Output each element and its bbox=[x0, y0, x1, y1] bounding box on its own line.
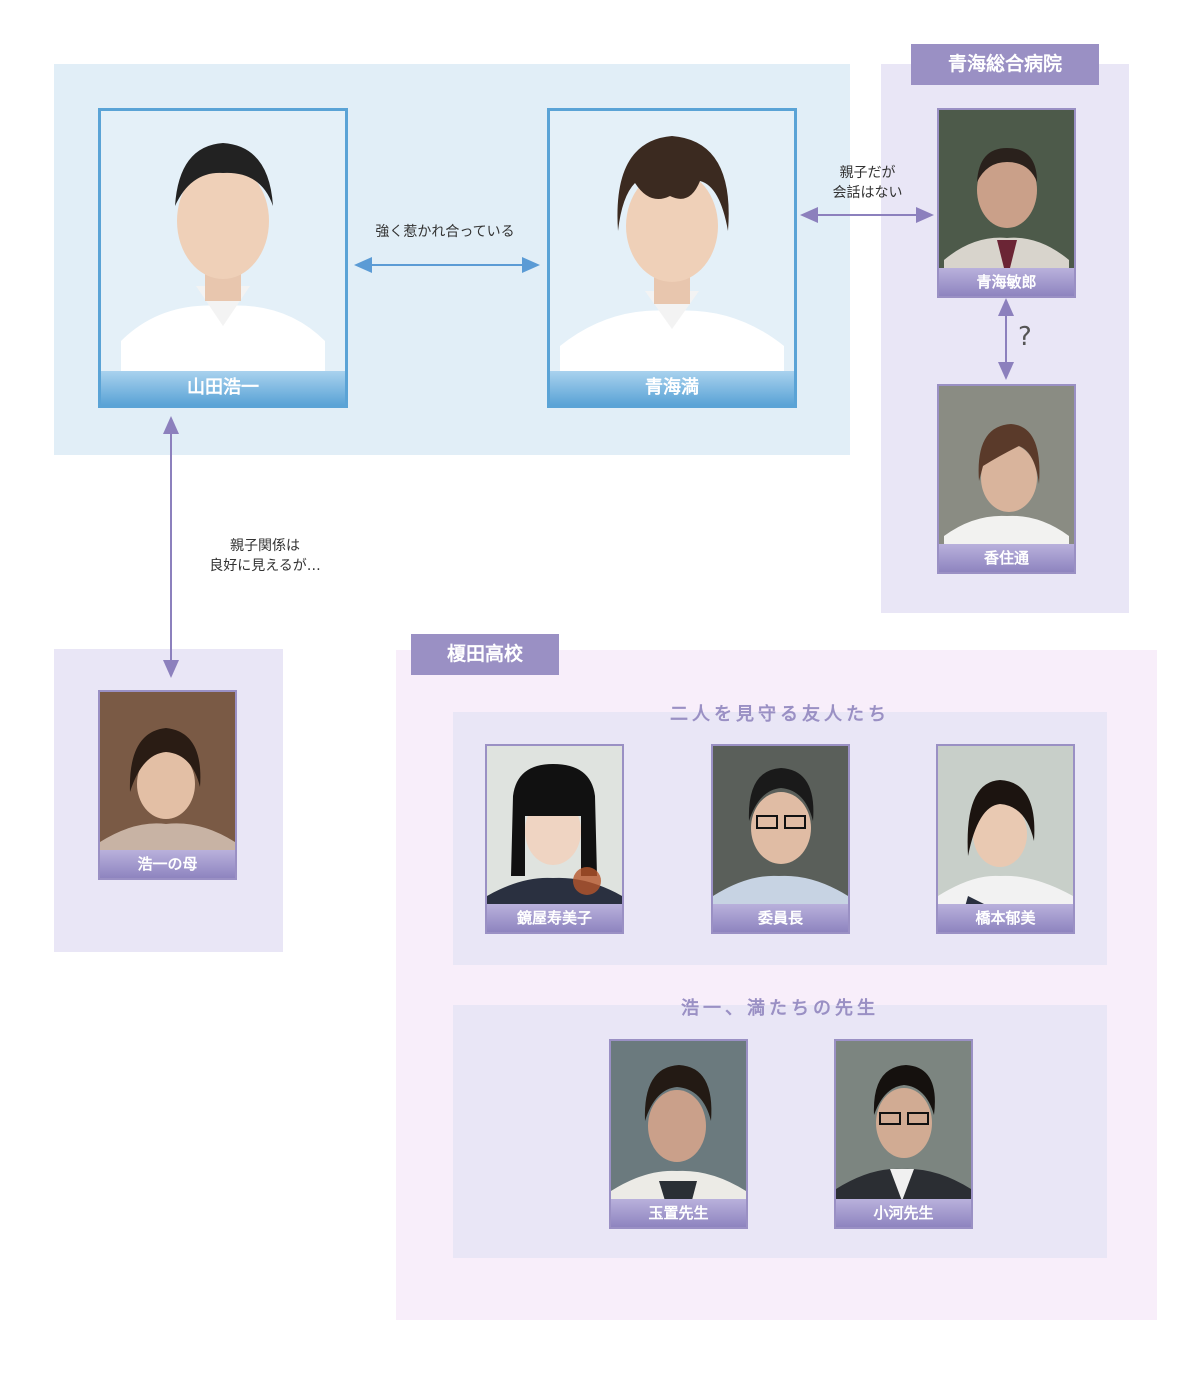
card-iincho[interactable]: 委員長 bbox=[711, 744, 850, 934]
kagamiya-name: 鏡屋寿美子 bbox=[487, 904, 622, 932]
koichi-mitsuru-relation: 強く惹かれ合っている bbox=[375, 224, 515, 240]
tamaoki-name: 玉置先生 bbox=[611, 1199, 746, 1227]
hashimoto-name: 橋本郁美 bbox=[938, 904, 1073, 932]
koichi-name: 山田浩一 bbox=[101, 371, 345, 405]
card-hashimoto[interactable]: 橋本郁美 bbox=[936, 744, 1075, 934]
card-tamaoki[interactable]: 玉置先生 bbox=[609, 1039, 748, 1229]
teachers-subregion bbox=[453, 1005, 1107, 1258]
card-koichi[interactable]: 山田浩一 bbox=[98, 108, 348, 408]
ogawa-portrait bbox=[836, 1041, 971, 1227]
mitsuru-name: 青海満 bbox=[550, 371, 794, 405]
koichi-mother-relation-line2: 良好に見えるが… bbox=[209, 558, 321, 574]
father-kasumi-relation: ? bbox=[1018, 322, 1032, 352]
friends-subtitle: 二人を見守る友人たち bbox=[670, 704, 890, 725]
koichi-mother-relation: 親子関係は 良好に見えるが… bbox=[185, 536, 345, 576]
mitsuru-father-relation-line2: 会話はない bbox=[832, 185, 903, 201]
card-ogawa[interactable]: 小河先生 bbox=[834, 1039, 973, 1229]
toshiro-portrait bbox=[939, 110, 1074, 296]
hospital-group-label: 青海総合病院 bbox=[911, 44, 1099, 85]
mitsuru-portrait bbox=[550, 111, 794, 405]
ogawa-name: 小河先生 bbox=[836, 1199, 971, 1227]
card-mother[interactable]: 浩一の母 bbox=[98, 690, 237, 880]
iincho-portrait bbox=[713, 746, 848, 932]
koichi-mother-relation-line1: 親子関係は bbox=[230, 538, 300, 554]
card-kasumi[interactable]: 香住通 bbox=[937, 384, 1076, 574]
teachers-subtitle: 浩一、満たちの先生 bbox=[681, 998, 879, 1019]
kagamiya-portrait bbox=[487, 746, 622, 932]
card-mitsuru[interactable]: 青海満 bbox=[547, 108, 797, 408]
kasumi-portrait bbox=[939, 386, 1074, 572]
toshiro-name: 青海敏郎 bbox=[939, 268, 1074, 296]
mitsuru-father-relation: 親子だが 会話はない bbox=[810, 163, 925, 203]
mitsuru-father-relation-line1: 親子だが bbox=[839, 165, 896, 181]
mother-name: 浩一の母 bbox=[100, 850, 235, 878]
card-toshiro[interactable]: 青海敏郎 bbox=[937, 108, 1076, 298]
school-group-label: 榎田高校 bbox=[411, 634, 559, 675]
iincho-name: 委員長 bbox=[713, 904, 848, 932]
card-kagamiya[interactable]: 鏡屋寿美子 bbox=[485, 744, 624, 934]
kasumi-name: 香住通 bbox=[939, 544, 1074, 572]
koichi-portrait bbox=[101, 111, 345, 405]
